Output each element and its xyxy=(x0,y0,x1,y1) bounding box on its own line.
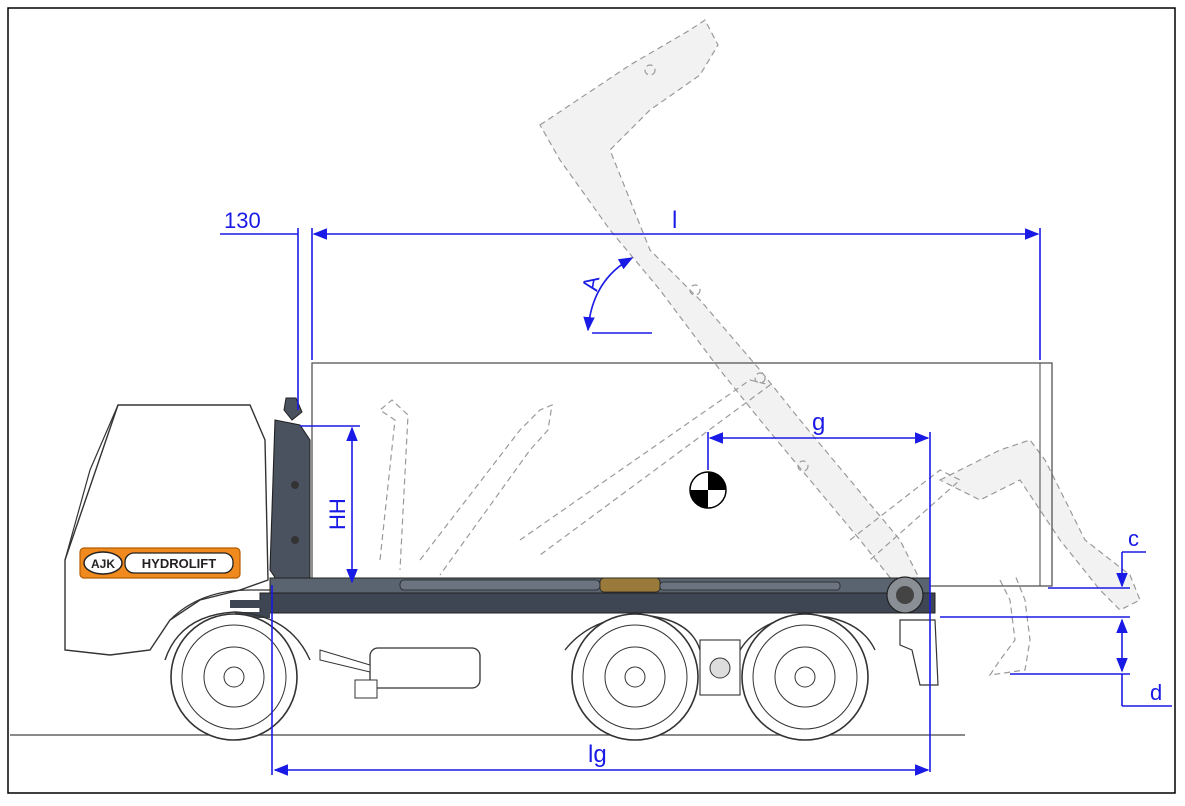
logo-mark: AJK xyxy=(91,557,115,571)
center-of-gravity-symbol xyxy=(689,471,727,509)
front-wheel xyxy=(170,613,298,741)
container-outline xyxy=(311,362,1053,587)
label-d: d xyxy=(1150,680,1162,705)
truck-cab xyxy=(64,404,300,656)
label-lg: lg xyxy=(588,741,607,768)
mudguards xyxy=(164,611,939,696)
label-hh: HH xyxy=(325,498,350,530)
logo-brand: HYDROLIFT xyxy=(142,556,216,571)
rear-wheel-1 xyxy=(571,613,699,741)
label-l: l xyxy=(672,207,677,234)
label-g: g xyxy=(812,409,825,436)
subframe xyxy=(230,576,936,618)
dimension-lines xyxy=(220,228,1172,776)
fuel-tank xyxy=(319,647,481,699)
label-130: 130 xyxy=(224,208,261,233)
hook-tower xyxy=(269,397,311,586)
arm-ghost-positions xyxy=(378,19,1141,676)
rear-wheel-2 xyxy=(741,613,869,741)
ajk-hydrolift-logo: AJK HYDROLIFT xyxy=(79,547,241,579)
drawing-frame xyxy=(7,7,1176,794)
label-angle-a: A xyxy=(577,274,604,293)
label-c: c xyxy=(1128,526,1139,551)
